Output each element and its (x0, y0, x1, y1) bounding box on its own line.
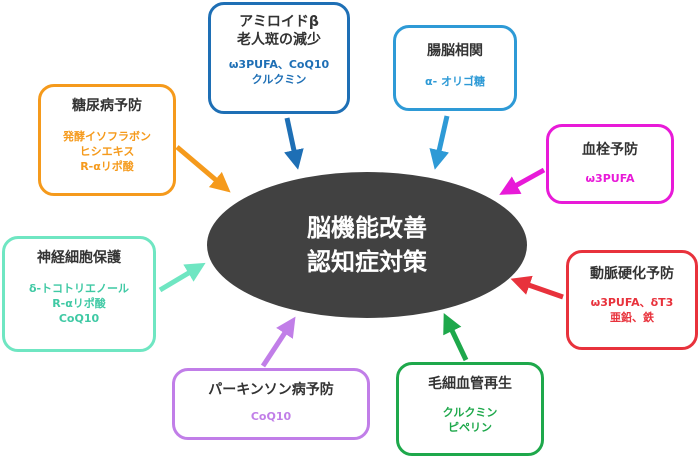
box-amyloid-item-1: ω3PUFA、CoQ10 (228, 58, 330, 71)
arrow-neuro (158, 262, 206, 293)
central-topic: 脳機能改善 認知症対策 (207, 172, 527, 318)
box-diabetes: 糖尿病予防 発酵イソフラボン ヒシエキス R-αリポ酸 (38, 84, 176, 196)
central-topic-line-2: 認知症対策 (307, 248, 427, 276)
box-gut-item-1: α- オリゴ糖 (425, 75, 485, 88)
box-artery-item-2: 亜鉛、鉄 (610, 311, 654, 324)
box-parkinson-title-1: パーキンソン病予防 (208, 382, 334, 398)
box-amyloid: アミロイドβ 老人斑の減少 ω3PUFA、CoQ10 クルクミン (208, 2, 350, 114)
box-thrombus: 血栓予防 ω3PUFA (546, 124, 674, 204)
box-capillary-title-1: 毛細血管再生 (428, 376, 512, 392)
central-topic-line-1: 脳機能改善 (307, 214, 427, 242)
box-artery-title-1: 動脈硬化予防 (590, 266, 674, 282)
box-capillary-item-2: ピペリン (448, 421, 492, 434)
box-parkinson: パーキンソン病予防 CoQ10 (172, 368, 370, 440)
box-diabetes-item-3: R-αリポ酸 (80, 160, 134, 173)
box-amyloid-title-2: 老人斑の減少 (237, 32, 321, 48)
box-diabetes-title-1: 糖尿病予防 (72, 98, 142, 114)
box-thrombus-item-1: ω3PUFA (585, 172, 635, 185)
box-artery-item-1: ω3PUFA、δT3 (590, 296, 674, 309)
arrow-thrombus (499, 167, 546, 195)
box-diabetes-item-2: ヒシエキス (79, 145, 135, 158)
box-neuro: 神経細胞保護 δ-トコトリエノール R-αリポ酸 CoQ10 (2, 236, 156, 352)
box-neuro-item-2: R-αリポ酸 (52, 297, 106, 310)
box-amyloid-item-2: クルクミン (251, 73, 307, 86)
box-gut: 腸脳相関 α- オリゴ糖 (393, 25, 517, 111)
box-amyloid-title-1: アミロイドβ (239, 14, 319, 30)
arrow-diabetes (175, 145, 231, 193)
arrow-parkinson (260, 316, 296, 368)
arrow-gut (429, 115, 450, 170)
box-thrombus-title-1: 血栓予防 (582, 142, 638, 158)
box-artery: 動脈硬化予防 ω3PUFA、δT3 亜鉛、鉄 (566, 250, 698, 350)
box-neuro-item-1: δ-トコトリエノール (28, 282, 130, 295)
box-capillary: 毛細血管再生 クルクミン ピペリン (396, 362, 544, 456)
box-parkinson-item-1: CoQ10 (250, 410, 292, 423)
arrow-amyloid (284, 117, 304, 170)
box-capillary-item-1: クルクミン (442, 406, 498, 419)
box-neuro-title-1: 神経細胞保護 (37, 250, 121, 266)
box-neuro-item-3: CoQ10 (58, 312, 100, 325)
box-diabetes-item-1: 発酵イソフラボン (63, 130, 151, 143)
arrow-capillary (443, 312, 469, 362)
box-gut-title-1: 腸脳相関 (427, 43, 483, 59)
arrow-artery (510, 275, 564, 300)
